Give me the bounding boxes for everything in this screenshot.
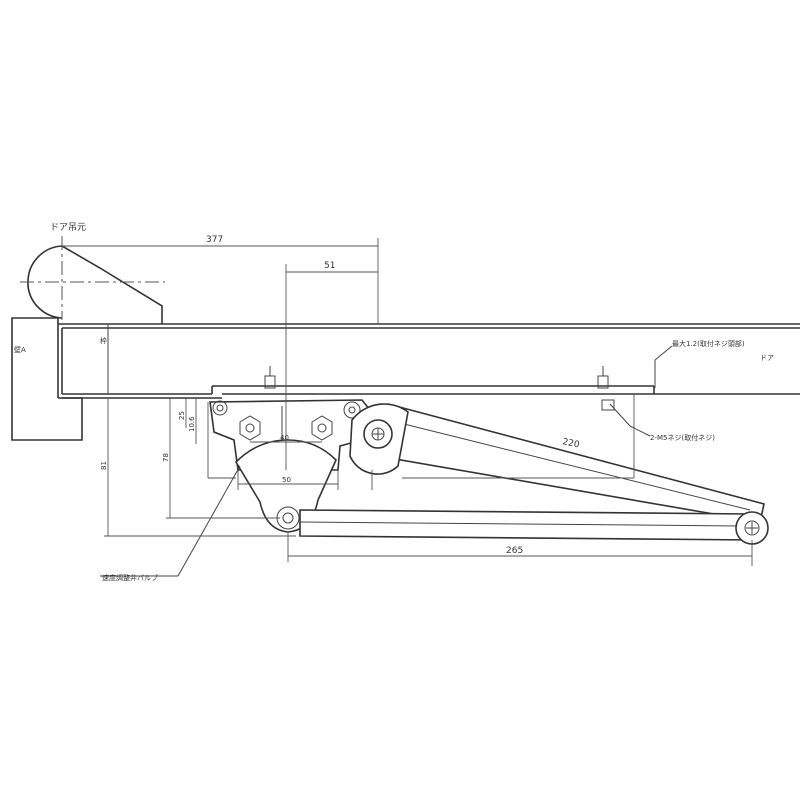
closer-pivot	[349, 403, 409, 475]
dim-plate-width: 40	[280, 434, 289, 442]
dim-v4: 81	[100, 461, 108, 470]
dim-arm2: 265	[506, 546, 523, 556]
arm-main	[371, 403, 765, 523]
dim-overall-top: 377	[206, 235, 223, 245]
wall-label: 壁A	[14, 345, 26, 354]
arm-lower	[299, 509, 758, 541]
dimension-lines	[62, 238, 753, 566]
dim-v3: 78	[162, 453, 170, 462]
leader-lines	[100, 345, 673, 577]
door-label: ドア	[760, 354, 774, 362]
valve-note: 速度調整弁バルブ	[102, 573, 158, 582]
arm-elbow-pivot	[735, 511, 769, 545]
center-lines	[20, 236, 165, 320]
valve-bracket	[234, 439, 337, 533]
dimension-values: 377 51 220 265 40 50 25 10.6 78 81	[100, 235, 581, 556]
drawing-labels: ドア吊元 壁A 枠 最大1.2(取付ネジ頭部) ドア 2-M5ネジ(取付ネジ) …	[14, 222, 774, 582]
bracket-screw-note: 2-M5ネジ(取付ネジ)	[650, 433, 715, 442]
dim-v1: 25	[178, 411, 186, 420]
hinge-callout-label: ドア吊元	[50, 222, 86, 233]
dim-plate-lower: 50	[282, 476, 291, 484]
dim-arm1: 220	[561, 437, 580, 450]
dim-v2: 10.6	[188, 416, 196, 432]
dim-upper: 51	[324, 261, 335, 271]
frame-label: 枠	[100, 336, 107, 345]
head-screw-note: 最大1.2(取付ネジ頭部)	[672, 339, 745, 348]
